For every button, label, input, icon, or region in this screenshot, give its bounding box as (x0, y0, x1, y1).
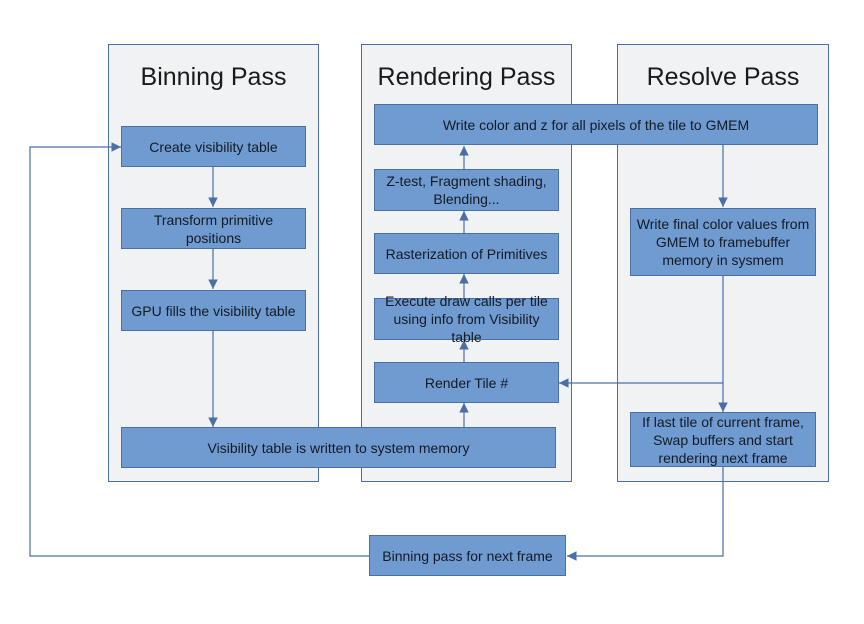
node-visibility-table-written: Visibility table is written to system me… (121, 427, 556, 468)
lane-title-resolve: Resolve Pass (646, 63, 800, 91)
node-transform-primitive-positions: Transform primitive positions (121, 208, 306, 249)
node-binning-next-frame: Binning pass for next frame (369, 535, 566, 576)
edge-last-tile-to-binning-next (567, 467, 724, 561)
node-write-color-z-gmem: Write color and z for all pixels of the … (374, 104, 818, 145)
node-create-visibility-table: Create visibility table (121, 126, 306, 167)
node-render-tile: Render Tile # (374, 362, 559, 403)
node-execute-draw-calls: Execute draw calls per tile using info f… (374, 293, 559, 345)
node-last-tile-swap: If last tile of current frame, Swap buff… (630, 412, 816, 467)
node-ztest-fragment-blending: Z-test, Fragment shading, Blending... (374, 169, 559, 211)
node-rasterization: Rasterization of Primitives (374, 233, 559, 274)
lane-title-rendering: Rendering Pass (377, 63, 556, 91)
node-gpu-fills-visibility-table: GPU fills the visibility table (121, 290, 306, 331)
node-write-final-color: Write final color values from GMEM to fr… (630, 208, 816, 276)
edge-binning-next-to-create (29, 142, 369, 557)
lane-title-binning: Binning Pass (140, 63, 287, 91)
